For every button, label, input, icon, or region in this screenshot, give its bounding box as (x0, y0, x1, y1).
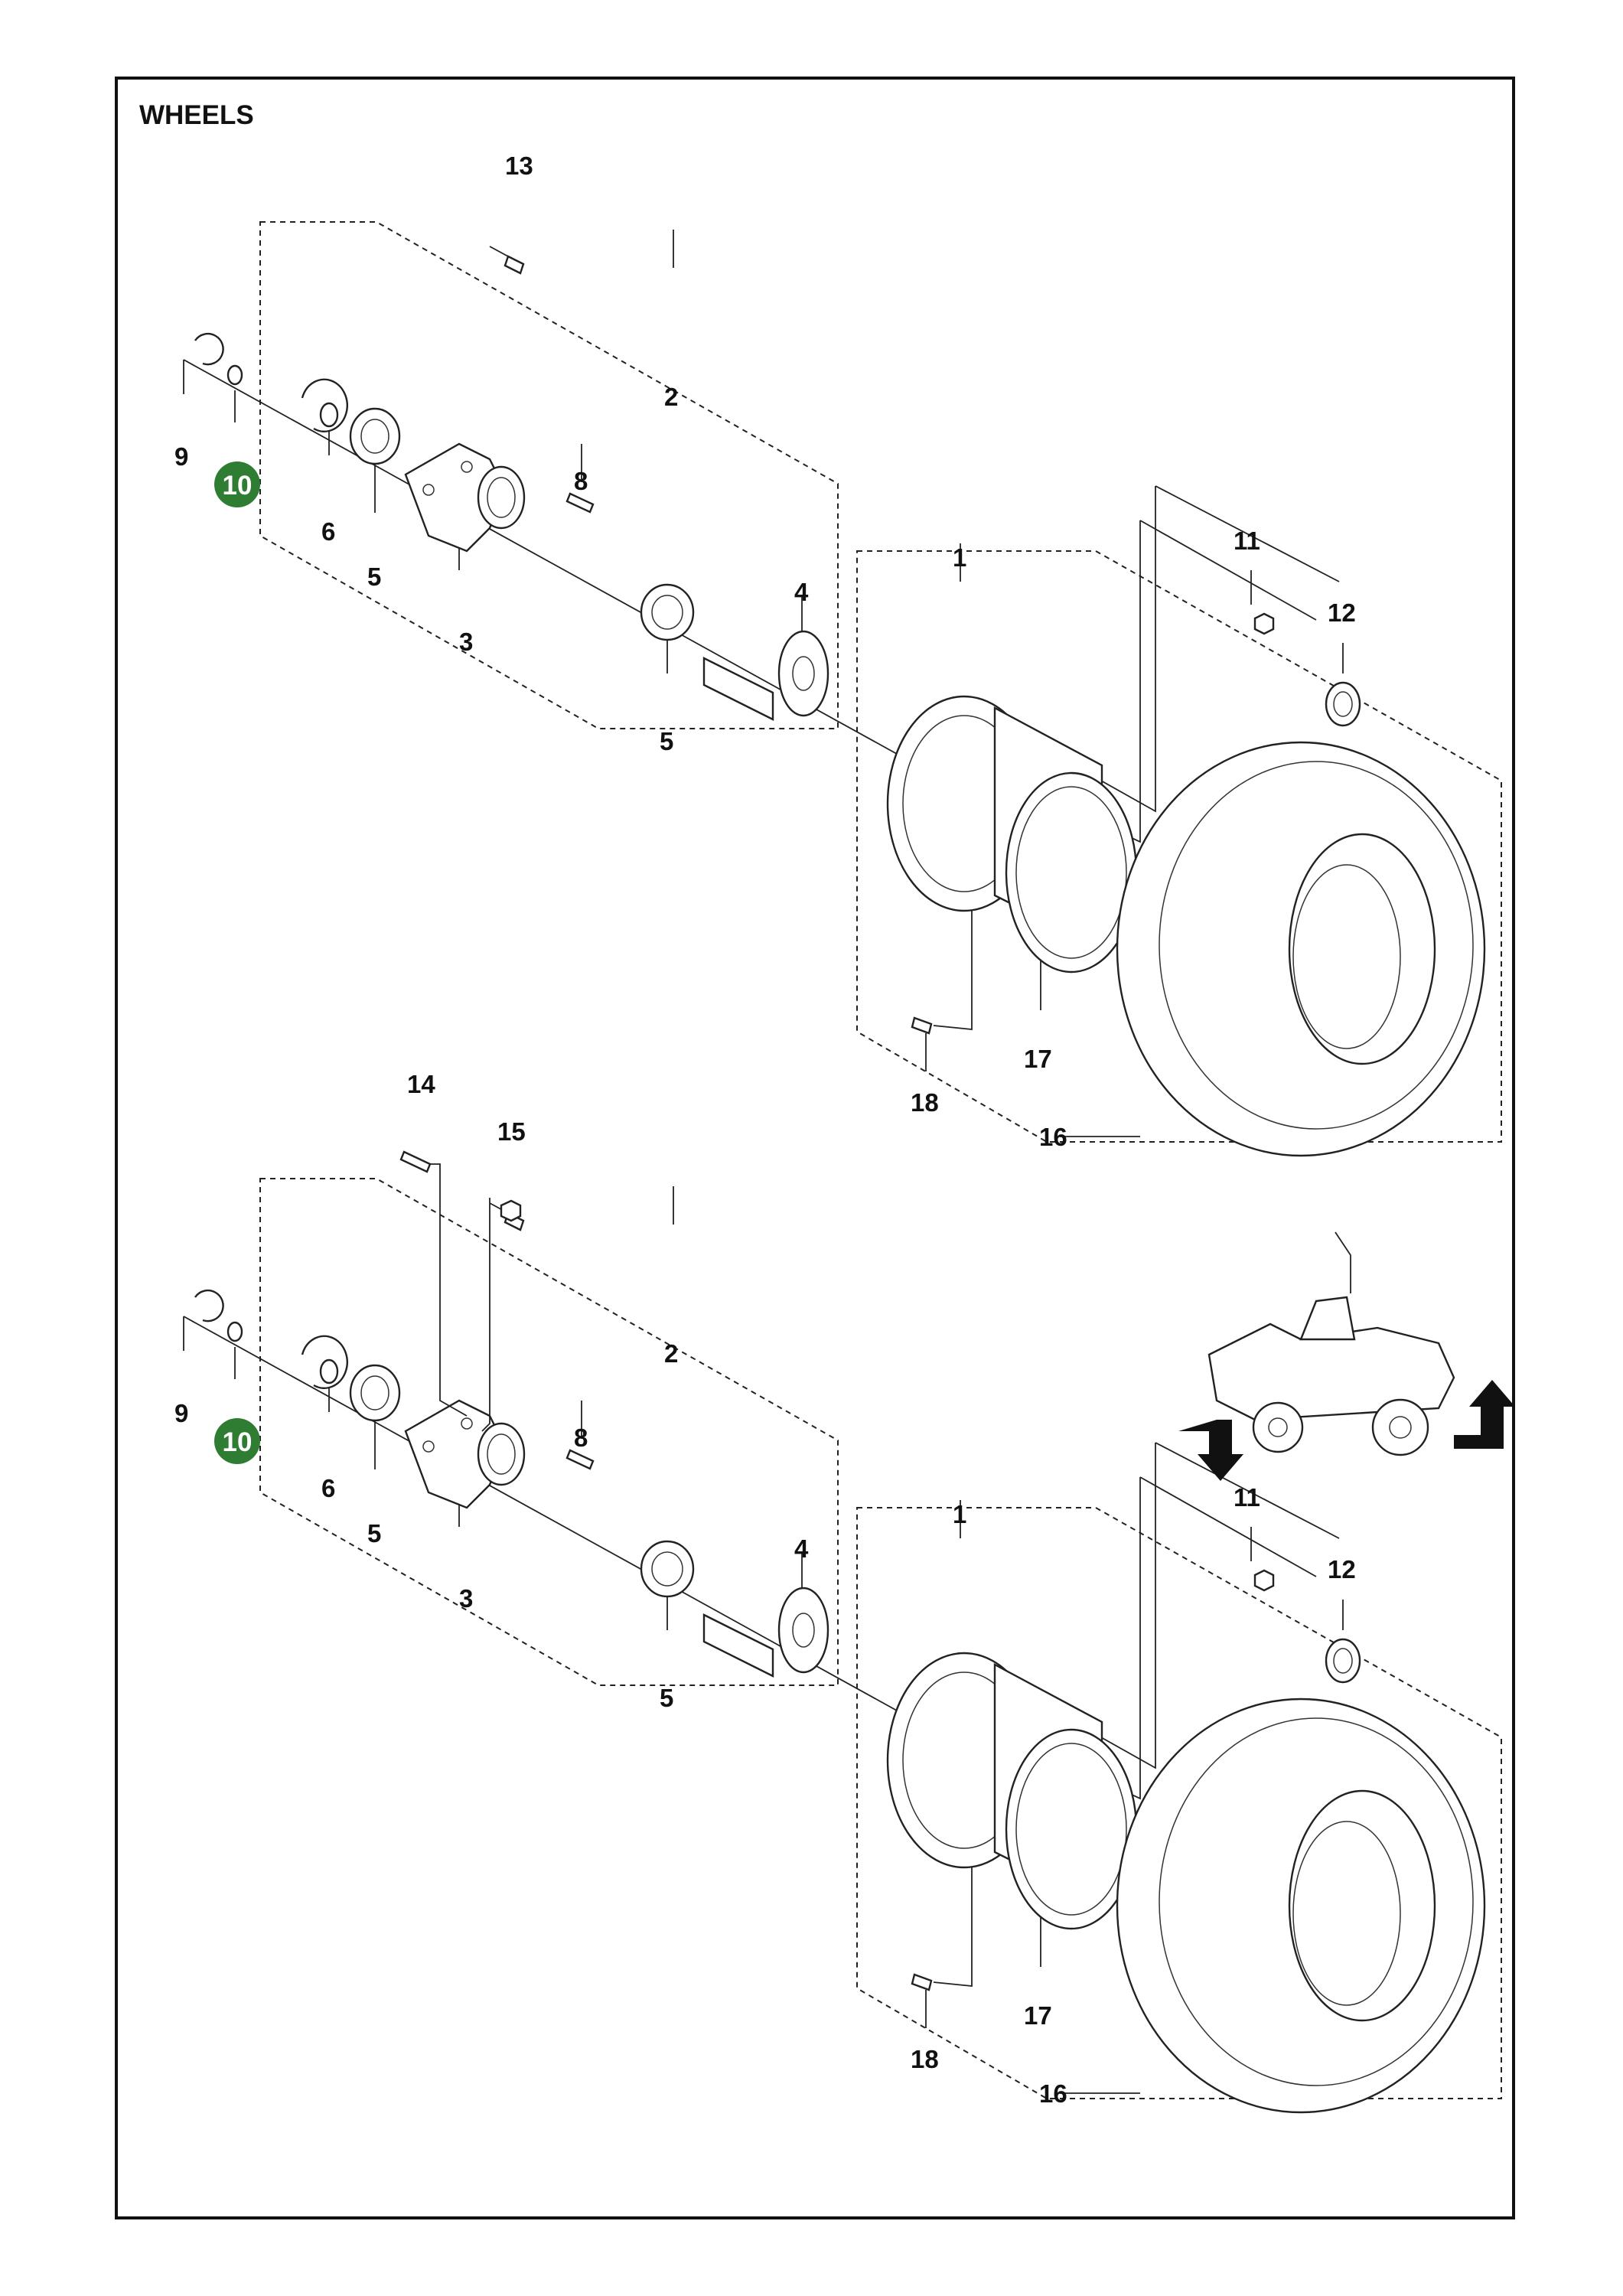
lower-callout-10: 10 (223, 1427, 253, 1457)
page-title: WHEELS (139, 100, 254, 130)
lower-callout-18: 18 (911, 2045, 939, 2073)
lower-bolts-14-15: 14 15 (399, 1070, 526, 1432)
lower-callout-5b: 5 (660, 1684, 673, 1712)
upper-callout-8: 8 (574, 467, 588, 495)
lower-callout-3: 3 (459, 1584, 473, 1613)
upper-callout-4: 4 (794, 578, 809, 606)
lower-callout-15: 15 (497, 1117, 526, 1146)
lower-callout-1: 1 (953, 1500, 966, 1528)
lower-callout-17: 17 (1024, 2001, 1052, 2030)
upper-callout-10: 10 (223, 471, 253, 501)
upper-callout-1: 1 (953, 543, 966, 572)
upper-callout-16: 16 (1039, 1123, 1067, 1151)
upper-callout-9: 9 (174, 442, 188, 471)
upper-callout-10-circle (214, 461, 260, 507)
right-up-arrow-icon (1454, 1380, 1515, 1449)
upper-callout-10-badge: 10 (214, 461, 260, 507)
upper-callout-6: 6 (321, 517, 335, 546)
mower-locator-illustration (1178, 1231, 1515, 1481)
lower-callout-10-circle (214, 1418, 260, 1464)
upper-callout-5b: 5 (660, 727, 673, 755)
upper-callout-11: 11 (1234, 527, 1260, 555)
lower-callout-4: 4 (794, 1534, 809, 1563)
lower-callout-6: 6 (321, 1474, 335, 1502)
lower-callout-2: 2 (664, 1339, 678, 1368)
left-down-arrow-icon (1178, 1420, 1243, 1481)
upper-callout-17: 17 (1024, 1045, 1052, 1073)
lower-callout-16: 16 (1039, 2079, 1067, 2108)
upper-callout-18: 18 (911, 1088, 939, 1117)
lower-callout-14: 14 (407, 1070, 435, 1098)
upper-callout-13: 13 (505, 152, 533, 180)
lower-callout-5a: 5 (367, 1519, 381, 1548)
upper-callout-12: 12 (1328, 598, 1356, 627)
upper-wheel-assembly: 13 2 9 10 6 5 3 8 5 4 1 11 12 17 18 16 (174, 152, 1503, 1157)
lower-callout-11: 11 (1234, 1483, 1260, 1512)
lower-wheel-parts (182, 1177, 1503, 2114)
upper-wheel-parts (182, 220, 1503, 1157)
lower-callout-12: 12 (1328, 1555, 1356, 1583)
lower-callout-8: 8 (574, 1424, 588, 1452)
upper-callout-3: 3 (459, 628, 473, 656)
upper-callout-2: 2 (664, 383, 678, 411)
lower-callout-9: 9 (174, 1399, 188, 1427)
upper-callout-5a: 5 (367, 563, 381, 591)
lower-wheel-assembly: 2 9 10 6 5 3 8 5 4 1 11 12 17 18 16 (174, 1177, 1503, 2114)
page-frame (115, 77, 1515, 2219)
lower-callout-10-badge: 10 (214, 1418, 260, 1464)
